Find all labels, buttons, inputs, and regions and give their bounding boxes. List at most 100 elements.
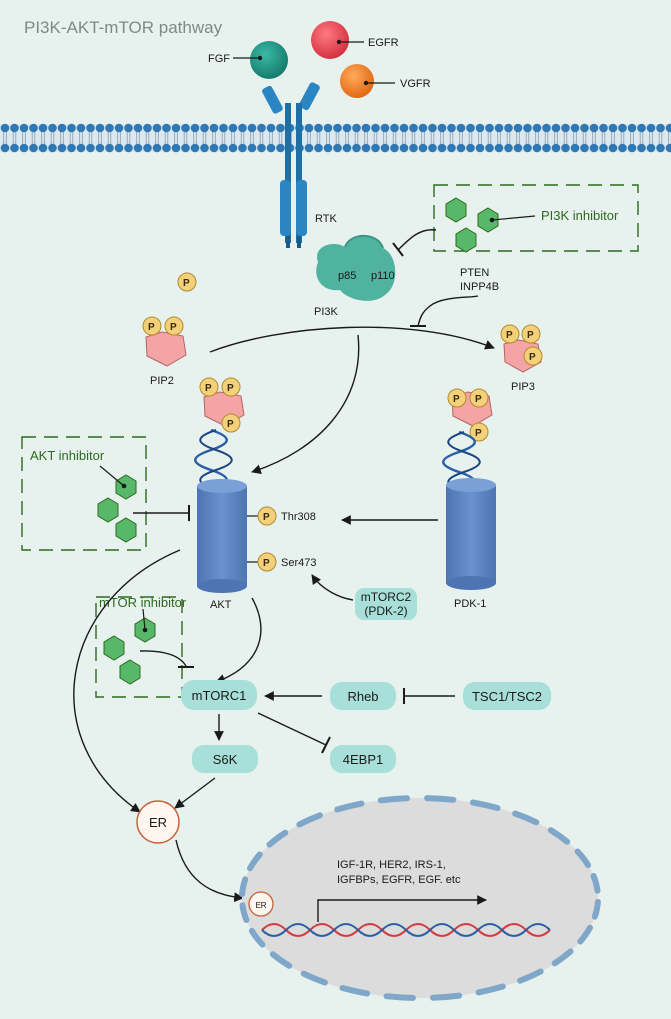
- akt-inhibitor-box: AKT inhibitor: [21, 436, 147, 551]
- lipid-head: [494, 143, 504, 153]
- mtorc1-label: mTORC1: [192, 688, 247, 703]
- akt-p2: P: [227, 383, 234, 394]
- lipid-head: [371, 143, 380, 153]
- target-genes-line2: IGFBPs, EGFR, EGF. etc: [337, 874, 461, 886]
- lipid-head: [342, 123, 352, 133]
- lipid-head: [124, 123, 133, 133]
- lipid-head: [447, 123, 456, 133]
- ligand-vgfr: VGFR: [340, 64, 431, 98]
- lipid-head: [48, 143, 57, 153]
- lipid-head: [551, 143, 561, 153]
- lipid-head: [513, 143, 523, 153]
- lipid-head: [532, 123, 542, 133]
- mtorc2-to-ser473-arrow: [311, 574, 354, 601]
- lipid-head: [409, 123, 418, 133]
- nuclear-envelope-segment: [247, 851, 263, 872]
- lipid-head: [10, 123, 19, 133]
- nuclear-envelope-segment: [512, 810, 540, 826]
- akt-inhibitor-label: AKT inhibitor: [30, 448, 105, 463]
- mtorc2-line2: (PDK-2): [364, 604, 407, 618]
- vgfr-label: VGFR: [400, 78, 431, 90]
- nuclear-envelope-segment: [577, 924, 593, 945]
- mtorc1-inhibits-4ebp1-bar: [321, 736, 331, 754]
- mtorc2-node: mTORC2 (PDK-2): [355, 588, 417, 620]
- lipid-head: [485, 123, 494, 133]
- lipid-head: [466, 123, 475, 133]
- lipid-head: [181, 143, 190, 153]
- lipid-head: [570, 143, 580, 153]
- akt-to-er-arrow: [73, 549, 181, 813]
- lipid-head: [209, 143, 219, 153]
- nuclear-envelope-segment: [377, 795, 410, 804]
- lipid-head: [504, 123, 513, 133]
- lipid-head: [542, 123, 551, 133]
- lipid-head: [314, 123, 323, 133]
- ser473-site: P Ser473: [247, 552, 316, 572]
- nuclear-envelope-segment: [574, 848, 592, 869]
- lipid-head: [200, 123, 209, 133]
- lipid-head: [76, 143, 86, 153]
- lipid-head: [494, 123, 504, 133]
- pip3-p3: P: [529, 352, 536, 363]
- nuclear-envelope-segment: [239, 876, 249, 897]
- lipid-head: [637, 143, 646, 153]
- pi3k-inhibition-bar: [392, 242, 404, 257]
- lipid-head: [95, 123, 105, 133]
- lipid-head: [133, 123, 143, 133]
- lipid-head: [665, 143, 671, 153]
- nuclear-envelope-segment: [266, 829, 289, 848]
- akt-p1: P: [205, 383, 212, 394]
- thr308-site: P Thr308: [247, 506, 316, 526]
- lipid-head: [67, 123, 76, 133]
- nuclear-envelope-segment: [269, 951, 293, 969]
- lipid-head: [456, 123, 466, 133]
- lipid-head: [304, 123, 314, 133]
- nuclear-envelope-segment: [591, 899, 601, 920]
- p110-label: p110: [371, 270, 395, 282]
- lipid-head: [428, 143, 437, 153]
- 4ebp1-label: 4EBP1: [343, 752, 383, 767]
- mtorc2-line1: mTORC2: [361, 590, 412, 604]
- er-to-nucleus-arrow: [175, 839, 244, 903]
- lipid-head: [646, 143, 656, 153]
- lipid-head: [162, 143, 171, 153]
- lipid-head: [399, 123, 409, 133]
- pi3k-inhibition-line: [397, 229, 437, 251]
- lipid-head: [561, 123, 570, 133]
- lipid-head: [409, 143, 418, 153]
- pi3k-inhibitor-box: PI3K inhibitor: [433, 184, 639, 253]
- lipid-head: [171, 123, 181, 133]
- transcription-arrow: [317, 895, 487, 922]
- lipid-head: [238, 143, 247, 153]
- nuclear-envelope-segment: [334, 800, 365, 813]
- lipid-head: [656, 143, 665, 153]
- s6k-label: S6K: [213, 752, 238, 767]
- lipid-head: [133, 143, 143, 153]
- nuclear-envelope-segment: [430, 992, 463, 1001]
- pip3: P P P PIP3: [500, 324, 543, 393]
- lipid-head: [114, 123, 124, 133]
- lipid-head: [361, 143, 371, 153]
- lipid-head: [437, 143, 447, 153]
- nucleus: [239, 795, 601, 1001]
- nuclear-er: ER: [248, 891, 274, 917]
- nuclear-envelope-segment: [424, 795, 457, 803]
- lipid-head: [390, 123, 399, 133]
- akt-p3: P: [227, 419, 234, 430]
- lipid-head: [266, 123, 276, 133]
- lipid-head: [0, 123, 10, 133]
- lipid-head: [380, 143, 390, 153]
- mtor-inhibitor-box: mTOR inhibitor: [95, 595, 187, 698]
- lipid-head: [656, 123, 665, 133]
- lipid-head: [19, 123, 29, 133]
- nuclear-envelope-segment: [517, 968, 544, 984]
- lipid-head: [323, 143, 333, 153]
- rtk-label: RTK: [315, 213, 337, 225]
- mtorc1-node: mTORC1: [181, 680, 257, 710]
- lipid-head: [580, 143, 589, 153]
- mtor-inhibition-line: [139, 650, 187, 667]
- pdk1-p2: P: [475, 394, 482, 405]
- lipid-head: [38, 123, 48, 133]
- pip2-p1: P: [148, 322, 155, 333]
- lipid-head: [57, 123, 67, 133]
